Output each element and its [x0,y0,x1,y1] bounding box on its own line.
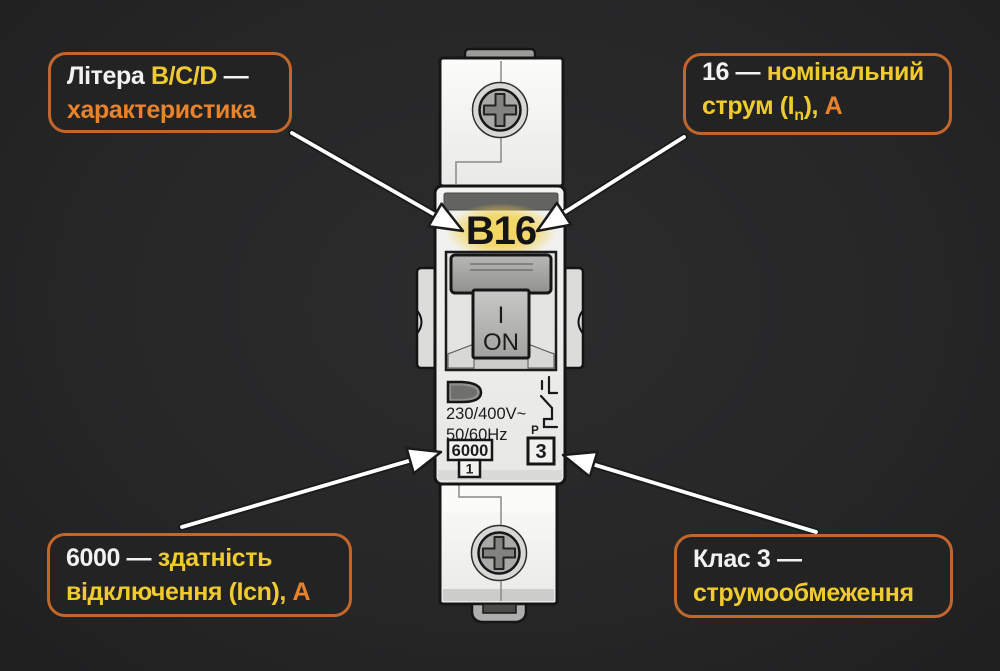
switch-state-label: ON [483,329,519,356]
din-rail-clip-notch [482,603,517,614]
voltage-label: 230/400V~ [446,405,526,423]
rating-highlight-glow [445,203,557,259]
circuit-schematic-icon [539,375,559,429]
callout-nominal-current: 16 — номінальний струм (In), А [683,53,952,135]
rating-label: B16 [466,209,536,253]
callout-text-line: характеристика [67,95,256,124]
indicator-window-inner [451,385,477,399]
breaker-top-terminal [438,47,565,188]
arrow-to-class-box [561,450,820,536]
breaking-capacity-value: 6000 [452,442,489,460]
callout-text-line: 16 — номінальний [702,58,924,86]
schematic-letter: P [531,425,539,437]
callout-characteristic-letter: Літера B/C/D — характеристика [48,52,292,133]
arrow-to-breaking-capacity [178,447,443,531]
callout-text-line: Клас 3 — [693,545,802,573]
current-limiting-class-value: 3 [535,441,546,463]
callout-text-line: струмообмеження [693,579,914,607]
callout-text-line: струм (In), А [702,92,843,124]
current-limiting-class-box [526,436,556,466]
energy-class-small-value: 1 [466,461,474,477]
callout-text-line: відключення (Icn), А [66,578,311,606]
callout-breaking-capacity: 6000 — здатність відключення (Icn), А [47,533,352,617]
breaker-main-body: B16 I ON 230/400V~ 50/60Hz [433,184,567,486]
switch-position-label: I [498,302,505,329]
switch-toggle[interactable]: I ON [449,253,553,360]
arrow-to-rating-letter [288,129,465,233]
annotation-arrows [178,129,820,536]
arrow-to-rating-current [535,133,688,233]
energy-class-small-box [457,458,482,479]
callout-current-limiting-class: Клас 3 — струмообмеження [674,534,953,618]
rating-plate: 230/400V~ 50/60Hz 6000 1 3 P [446,375,559,479]
callout-text-line: 6000 — здатність [66,544,273,572]
callout-text-line: Літера B/C/D — [67,61,249,90]
breaker-bottom-terminal [438,481,559,624]
